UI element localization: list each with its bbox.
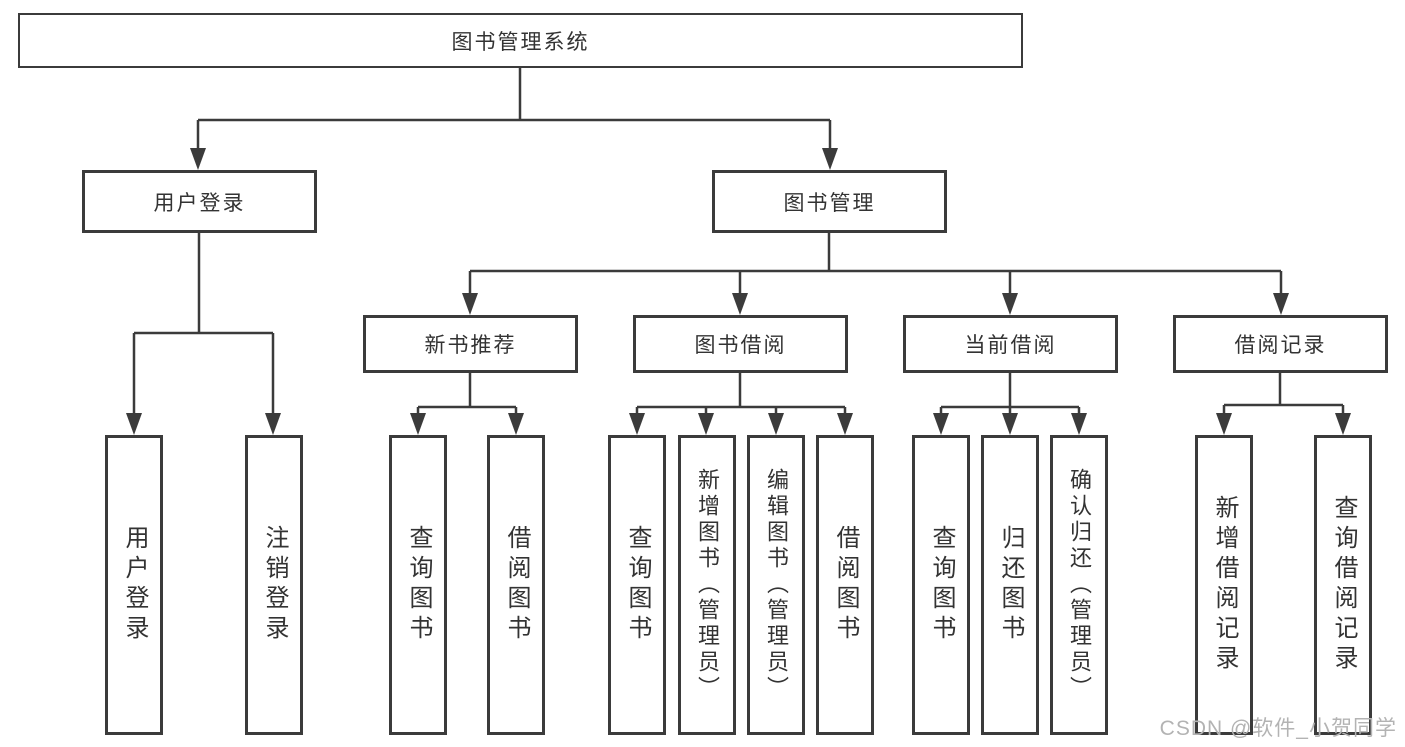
leaf-current-confirm-return-admin: 确认归还（管理员）: [1050, 435, 1108, 735]
leaf-logout-label: 注销登录: [261, 525, 288, 645]
leaf-newbook-query-books: 查询图书: [389, 435, 447, 735]
leaf-user-login-label: 用户登录: [121, 525, 148, 645]
watermark: CSDN @软件_小贺同学: [1159, 717, 1397, 740]
node-book-management: 图书管理: [712, 170, 947, 233]
leaf-current-confirm-return-admin-label: 确认归还（管理员）: [1067, 468, 1092, 702]
leaf-current-query-books-label: 查询图书: [928, 525, 955, 645]
leaf-newbook-query-books-label: 查询图书: [405, 525, 432, 645]
leaf-borrow-add-books-admin-label: 新增图书（管理员）: [695, 468, 720, 702]
leaf-records-add-record-label: 新增借阅记录: [1211, 495, 1238, 675]
node-user-login: 用户登录: [82, 170, 317, 233]
node-book-borrow: 图书借阅: [633, 315, 848, 373]
leaf-borrow-add-books-admin: 新增图书（管理员）: [678, 435, 736, 735]
leaf-borrow-query-books-label: 查询图书: [624, 525, 651, 645]
leaf-newbook-borrow-books-label: 借阅图书: [503, 525, 530, 645]
leaf-current-query-books: 查询图书: [912, 435, 970, 735]
leaf-user-login: 用户登录: [105, 435, 163, 735]
leaf-records-add-record: 新增借阅记录: [1195, 435, 1253, 735]
leaf-borrow-edit-books-admin: 编辑图书（管理员）: [747, 435, 805, 735]
leaf-records-query-record: 查询借阅记录: [1314, 435, 1372, 735]
leaf-logout: 注销登录: [245, 435, 303, 735]
leaf-borrow-borrow-books-label: 借阅图书: [832, 525, 859, 645]
leaf-borrow-edit-books-admin-label: 编辑图书（管理员）: [764, 468, 789, 702]
leaf-records-query-record-label: 查询借阅记录: [1330, 495, 1357, 675]
leaf-current-return-books-label: 归还图书: [997, 525, 1024, 645]
node-borrow-records: 借阅记录: [1173, 315, 1388, 373]
leaf-borrow-query-books: 查询图书: [608, 435, 666, 735]
node-current-borrow: 当前借阅: [903, 315, 1118, 373]
node-new-book-recommend: 新书推荐: [363, 315, 578, 373]
node-root: 图书管理系统: [18, 13, 1023, 68]
leaf-current-return-books: 归还图书: [981, 435, 1039, 735]
leaf-borrow-borrow-books: 借阅图书: [816, 435, 874, 735]
leaf-newbook-borrow-books: 借阅图书: [487, 435, 545, 735]
